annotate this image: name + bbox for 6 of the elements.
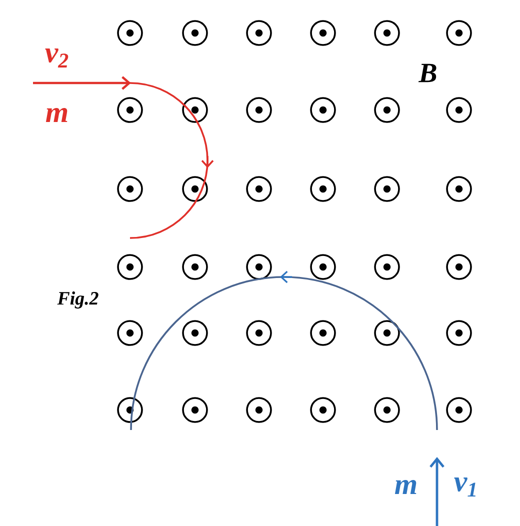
- figure-label: Fig.2: [57, 291, 98, 309]
- velocity-label: v$_{2}$: [45, 48, 68, 68]
- velocity-label: v$_{1}$: [454, 478, 476, 496]
- mass-label: m: [394, 480, 416, 494]
- mass-label: m: [46, 108, 68, 122]
- field-label: B: [418, 64, 436, 82]
